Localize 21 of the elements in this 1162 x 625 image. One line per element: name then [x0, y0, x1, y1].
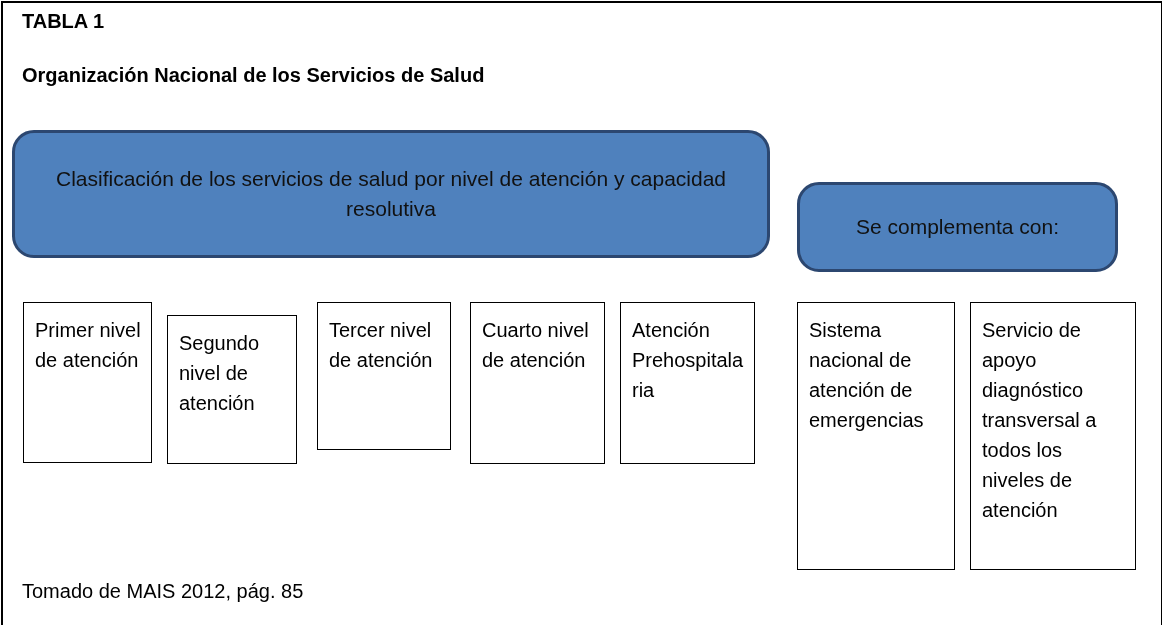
text-box [970, 302, 1136, 570]
box-text: Tercer nivel de atención [329, 319, 433, 371]
box-text: Servicio de apoyo diagnóstico transversal a todos los niveles de atención [982, 319, 1097, 521]
box-text: Cuarto nivel de atención [482, 319, 589, 371]
box-text: Clasificación de los servicios de salud por nivel de atención y capacidad resolutiva [54, 166, 727, 222]
table-title: TABLA 1 [22, 10, 105, 33]
text-box [23, 302, 152, 463]
rounded-box [797, 182, 1118, 272]
box-text: Sistema nacional de atención de emergencias [809, 319, 924, 431]
text-box [167, 315, 297, 464]
box-text: Se complementa con: [855, 214, 1060, 240]
text-box [797, 302, 955, 570]
box-text: Segundo nivel de atención [179, 332, 260, 414]
text-box [620, 302, 755, 464]
rounded-box [12, 130, 770, 258]
box-text: Atención Prehospitalaria [632, 319, 744, 401]
subtitle: Organización Nacional de los Servicios de Salud [22, 64, 485, 87]
text-box [470, 302, 605, 464]
box-text: Primer nivel de atención [35, 319, 141, 371]
source-note: Tomado de MAIS 2012, pág. 85 [22, 580, 304, 603]
text-box [317, 302, 451, 450]
